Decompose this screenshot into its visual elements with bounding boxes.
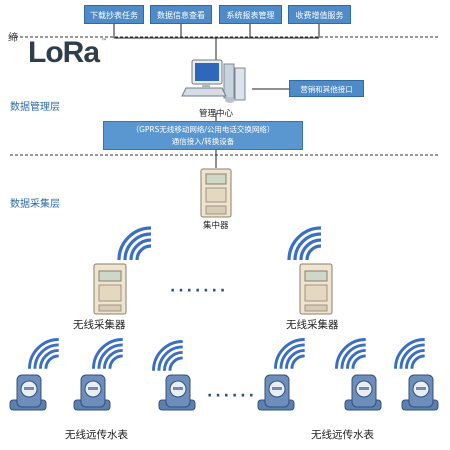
concentrator-icon — [200, 168, 232, 218]
water-meter-icon — [257, 374, 295, 411]
collector-device-icon — [299, 263, 333, 315]
wireless-signal-icon — [117, 226, 152, 261]
network-line-1: （GPRS无线移动网络/公用电话交换网络） — [131, 125, 275, 134]
collector-ellipsis: ······· — [170, 283, 229, 299]
lora-logo-tm: ™ — [101, 38, 107, 45]
lora-logo: LoRa — [28, 36, 100, 69]
wireless-signal-icon — [287, 226, 322, 261]
water-meter-icon — [73, 374, 111, 411]
wireless-signal-icon — [92, 338, 123, 369]
water-meter-icon — [401, 374, 439, 411]
wireless-signal-icon — [394, 338, 425, 369]
collector-right-label: 无线采集器 — [286, 319, 339, 331]
computer-server-icon — [181, 59, 246, 103]
left-glyph: 缔 — [8, 33, 18, 44]
collector-device-icon — [93, 263, 127, 315]
layer-collection-label: 数据采集层 — [10, 199, 60, 210]
network-line-2: 通信接入/转换设备 — [171, 137, 235, 146]
meter-ellipsis: ······ — [207, 388, 257, 404]
wireless-signal-icon — [274, 338, 305, 369]
meter-right-label: 无线远传水表 — [311, 429, 374, 441]
meter-left-label: 无线远传水表 — [65, 429, 128, 441]
task-download-button[interactable]: 下载抄表任务 — [84, 5, 144, 24]
water-meter-icon — [344, 374, 382, 411]
water-meter-icon — [9, 374, 47, 411]
marketing-interface-box: 营销和其他接口 — [289, 80, 364, 97]
wireless-signal-icon — [335, 338, 366, 369]
data-view-button[interactable]: 数据信息查看 — [150, 5, 212, 24]
wireless-signal-icon — [28, 338, 59, 369]
collector-left-label: 无线采集器 — [73, 319, 126, 331]
wireless-signal-icon — [152, 340, 183, 371]
center-label: 管理中心 — [199, 109, 234, 119]
network-access-box: （GPRS无线移动网络/公用电话交换网络） 通信接入/转换设备 — [103, 121, 303, 150]
report-management-button[interactable]: 系统报表管理 — [219, 5, 282, 24]
concentrator-label: 集中器 — [203, 221, 229, 231]
water-meter-icon — [158, 374, 196, 411]
billing-service-button[interactable]: 收费增值服务 — [288, 5, 351, 24]
layer-management-label: 数据管理层 — [10, 102, 60, 113]
